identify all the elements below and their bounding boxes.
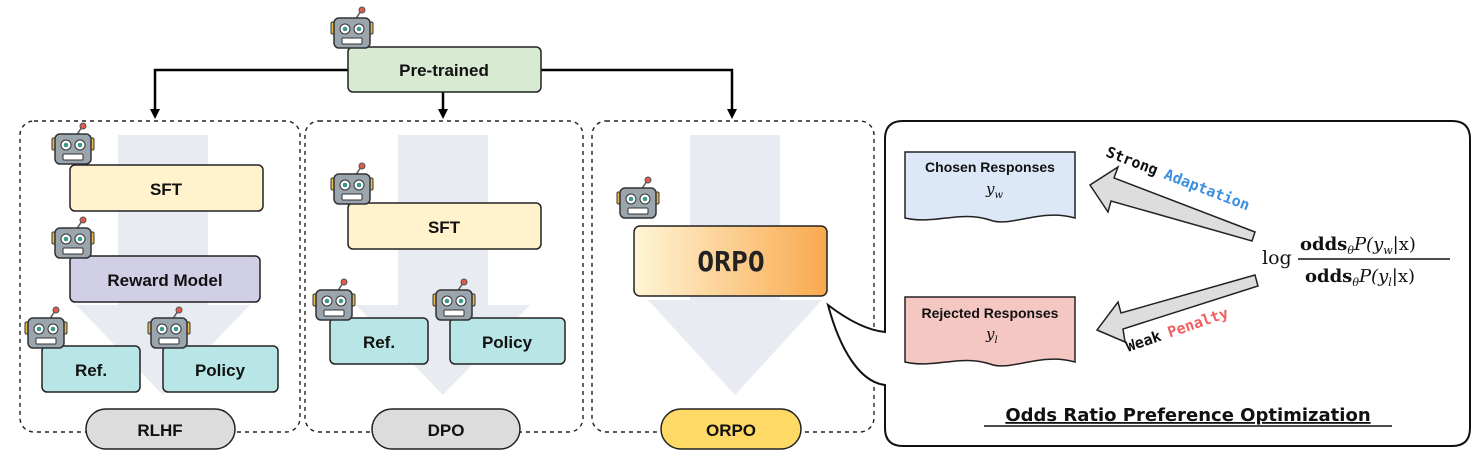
pretrained-box: [347, 46, 542, 93]
robot-icon: [312, 278, 356, 321]
robot-icon: [330, 162, 374, 205]
weak-penalty-arrow: [1095, 274, 1259, 344]
dpo-sft-label: SFT: [428, 218, 461, 237]
formula-numerator: oddsθP(yw|x): [1300, 234, 1416, 257]
pretrained-label: Pre-trained: [399, 61, 489, 80]
chosen-symbol: yw: [985, 180, 1003, 201]
formula-log: log: [1262, 247, 1292, 269]
rejected-responses-doc: [904, 296, 1076, 367]
rlhf-sft-box: [69, 164, 264, 212]
dpo-ref-label: Ref.: [363, 333, 395, 352]
orpo-main-box: [633, 225, 828, 297]
strong-adaptation-arrow: [1088, 165, 1256, 242]
rlhf-policy-label: Policy: [195, 361, 246, 380]
rlhf-ref-label: Ref.: [75, 361, 107, 380]
orpo-tag: [660, 408, 802, 450]
rlhf-tag-label: RLHF: [137, 421, 182, 440]
robot-icon: [51, 122, 95, 165]
chosen-responses-label: Chosen Responses: [925, 159, 1055, 175]
dpo-ref-box: [329, 317, 429, 365]
rlhf-ref-box: [41, 345, 141, 393]
reward-model-label: Reward Model: [107, 271, 222, 290]
chosen-responses-doc: [904, 151, 1076, 223]
dpo-tag: [371, 408, 521, 450]
rejected-responses-label: Rejected Responses: [922, 305, 1059, 321]
orpo-tag-label: ORPO: [706, 421, 756, 440]
robot-icon: [51, 216, 95, 259]
connector-to-rlhf: [150, 68, 348, 119]
rlhf-policy-box: [162, 345, 279, 393]
rlhf-tag: [85, 408, 236, 450]
reward-model-box: [69, 255, 261, 303]
dpo-policy-label: Policy: [482, 333, 533, 352]
dpo-tag-label: DPO: [428, 421, 465, 440]
connector-to-orpo: [541, 68, 737, 119]
formula-denominator: oddsθP(yl|x): [1305, 266, 1415, 289]
robot-icon: [616, 176, 660, 219]
dpo-sft-box: [347, 202, 542, 250]
orpo-main-label: ORPO: [697, 245, 764, 278]
dpo-policy-box: [449, 317, 566, 365]
rejected-symbol: yl: [985, 325, 998, 346]
rlhf-sft-label: SFT: [150, 180, 183, 199]
robot-icon: [330, 6, 374, 49]
callout-title: Odds Ratio Preference Optimization: [1005, 405, 1370, 426]
robot-icon: [24, 306, 68, 349]
